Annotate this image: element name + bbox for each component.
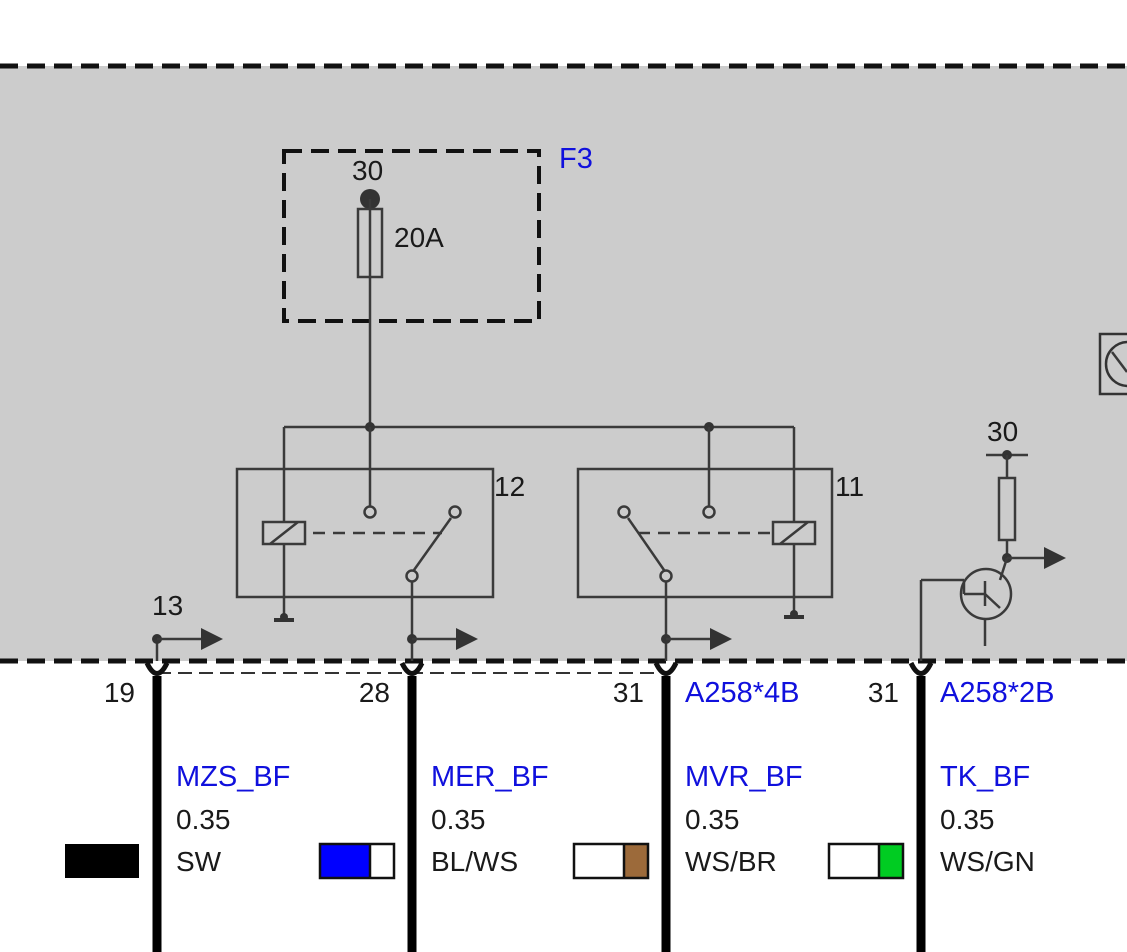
relay-12-pin: 12 xyxy=(494,471,525,502)
wire-color-swatch xyxy=(65,844,139,878)
fuse-name: F3 xyxy=(559,143,593,175)
wire-gauge: 0.35 xyxy=(431,804,486,835)
output-13-label: 13 xyxy=(152,590,183,621)
wire-color-swatch-border xyxy=(572,842,650,880)
wire-color-swatch-secondary xyxy=(624,844,648,878)
pin-number: 31 xyxy=(868,677,899,708)
wire-color-swatch-secondary xyxy=(370,844,394,878)
pin-number: 19 xyxy=(104,677,135,708)
wire-color-code: BL/WS xyxy=(431,846,518,877)
module-body xyxy=(0,66,1127,661)
pin-socket-icon xyxy=(908,661,934,676)
wire-gauge: 0.35 xyxy=(940,804,995,835)
wire-gauge: 0.35 xyxy=(176,804,231,835)
wire-color-swatch-border xyxy=(318,842,396,880)
pin-number: 28 xyxy=(359,677,390,708)
wire-color-code: WS/GN xyxy=(940,846,1035,877)
connector-id: A258*2B xyxy=(940,677,1055,709)
pin-socket-icon xyxy=(144,661,170,676)
connector-id: A258*4B xyxy=(685,677,800,709)
relay-11-pin: 11 xyxy=(835,471,864,502)
signal-name: TK_BF xyxy=(940,761,1030,793)
edge-component-icon xyxy=(1098,332,1127,396)
pin-socket-icon xyxy=(653,661,679,676)
signal-name: MZS_BF xyxy=(176,761,290,793)
pin-socket-icon xyxy=(399,661,425,676)
wire-color-swatch-primary xyxy=(574,844,624,878)
wire-color-swatch-secondary xyxy=(879,844,903,878)
wire-color-code: WS/BR xyxy=(685,846,777,877)
wire-color-swatch-primary xyxy=(320,844,370,878)
relay-12-box xyxy=(235,467,495,599)
relay-11-box xyxy=(576,467,834,599)
pin-number: 31 xyxy=(613,677,644,708)
relay-12-output-arrow-icon xyxy=(456,628,478,650)
fuse-box xyxy=(282,149,541,323)
wire-color-swatch-border xyxy=(827,842,905,880)
output-13-arrow-icon xyxy=(201,628,223,650)
wire-color-swatch-primary xyxy=(829,844,879,878)
wire-color-code: SW xyxy=(176,846,222,877)
transistor-terminal-label: 30 xyxy=(987,416,1018,447)
relay-11-output-arrow-icon xyxy=(710,628,732,650)
transistor-output-arrow-icon xyxy=(1044,547,1066,569)
fuse-terminal-label: 30 xyxy=(352,155,383,186)
wire-gauge: 0.35 xyxy=(685,804,740,835)
signal-name: MVR_BF xyxy=(685,761,803,793)
fuse-rating: 20A xyxy=(394,222,444,253)
signal-name: MER_BF xyxy=(431,761,549,793)
